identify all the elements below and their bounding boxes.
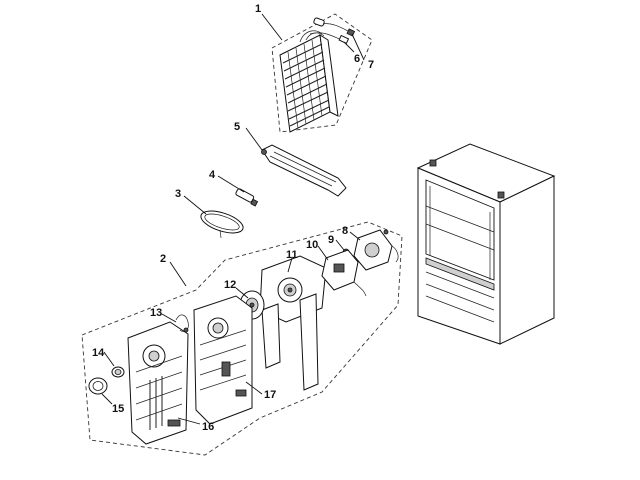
- ring-part-3: [200, 210, 244, 239]
- callout-7: 7: [368, 59, 374, 71]
- callout-6: 6: [354, 53, 360, 65]
- callout-14: 14: [92, 347, 105, 359]
- leader-lines: [101, 13, 365, 425]
- fan-shroud-part-17: [193, 295, 253, 425]
- callout-13: 13: [150, 307, 162, 319]
- callout-10: 10: [306, 239, 318, 251]
- cap-part-14: [111, 366, 125, 378]
- callout-17: 17: [264, 389, 276, 401]
- refrigerator-cabinet: [416, 143, 556, 345]
- evaporator-part: [279, 30, 339, 133]
- callout-8: 8: [342, 225, 348, 237]
- callout-12: 12: [224, 279, 236, 291]
- heater-part-4: [235, 188, 259, 207]
- callout-2: 2: [160, 253, 166, 265]
- callout-9: 9: [328, 234, 334, 246]
- callout-11: 11: [286, 249, 298, 261]
- assembly-1-boundary: [271, 13, 373, 133]
- thermostat-part-7: [313, 17, 356, 37]
- grille-cover-part-16: [127, 321, 189, 445]
- assembly-2-boundary: [81, 221, 403, 456]
- fan-bracket-part-11: [259, 255, 327, 391]
- drain-rail-part-5: [261, 144, 347, 197]
- callout-1: 1: [255, 3, 261, 15]
- callout-15: 15: [112, 403, 124, 415]
- callout-labels: 1 2 3 4 5 6 7 8 9 10 11 12 13 14 15 16 1…: [92, 3, 374, 433]
- fan-motor-part-8: [353, 229, 399, 271]
- callout-5: 5: [234, 121, 240, 133]
- motor-holder-part-10: [321, 249, 367, 297]
- callout-16: 16: [202, 421, 214, 433]
- callout-4: 4: [209, 169, 216, 181]
- callout-3: 3: [175, 188, 181, 200]
- sensor-part-6: [309, 32, 350, 45]
- wire-harness-part-13: [175, 314, 189, 333]
- ring-part-15: [88, 377, 108, 395]
